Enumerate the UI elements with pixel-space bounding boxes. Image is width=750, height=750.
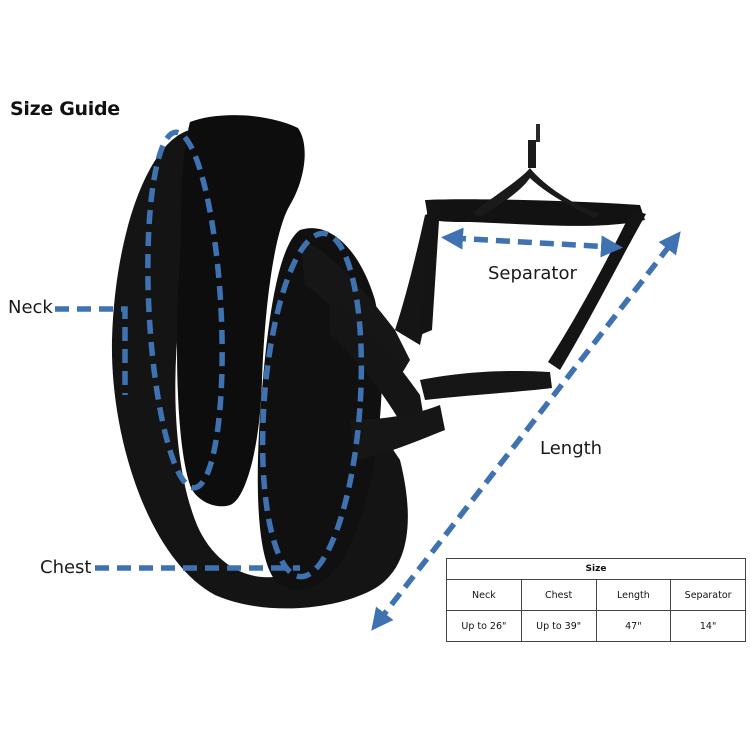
chest-guide-loop — [259, 230, 365, 580]
size-table-header-row: Size — [446, 558, 746, 580]
neck-label: Neck — [8, 297, 53, 318]
value-chest: Up to 39" — [520, 610, 597, 642]
column-length: Length — [595, 579, 672, 611]
value-length: 47" — [595, 610, 672, 642]
neck-guide-pointer — [55, 306, 128, 395]
column-chest: Chest — [520, 579, 597, 611]
length-label: Length — [540, 438, 603, 459]
size-table-values-row: Up to 26" Up to 39" 47" 14" — [446, 610, 746, 642]
size-table-header: Size — [446, 558, 746, 580]
size-table-columns-row: Neck Chest Length Separator — [446, 579, 746, 611]
neck-guide-loop — [145, 129, 225, 491]
size-guide-title: Size Guide — [10, 98, 120, 120]
value-neck: Up to 26" — [446, 610, 522, 642]
column-neck: Neck — [446, 579, 522, 611]
column-separator: Separator — [670, 579, 746, 611]
size-table: Size Neck Chest Length Separator Up to 2… — [446, 558, 746, 642]
harness-body — [111, 115, 646, 609]
value-separator: 14" — [670, 610, 746, 642]
separator-arrow — [441, 227, 623, 258]
chest-label: Chest — [40, 557, 92, 578]
separator-label: Separator — [488, 263, 577, 284]
measurement-guides — [55, 129, 681, 631]
length-arrow — [371, 231, 681, 631]
